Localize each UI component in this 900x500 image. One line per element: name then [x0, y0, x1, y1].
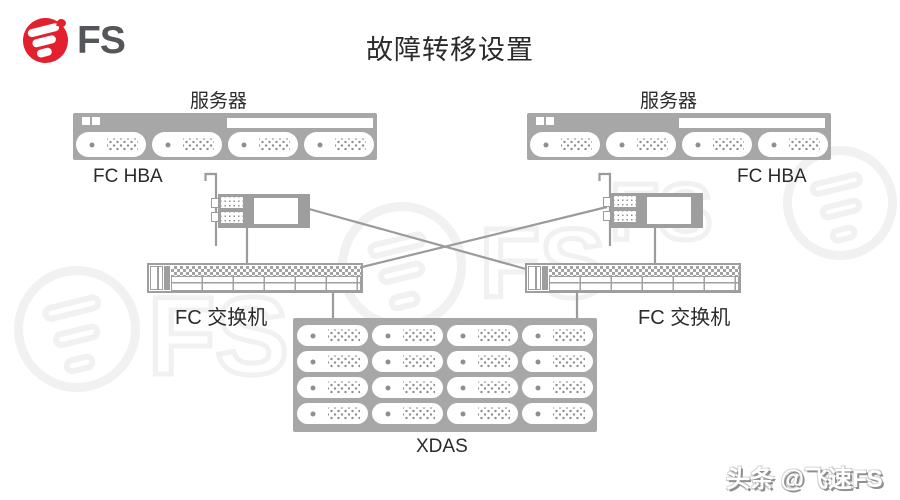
switch-right-label: FC 交换机 [638, 307, 731, 329]
drive-bay [522, 377, 593, 398]
drive-bay [297, 325, 368, 346]
drive-bay [372, 325, 443, 346]
switch-vents [548, 265, 739, 276]
hba-port-tab [603, 211, 611, 221]
fc-switch-left [147, 263, 363, 293]
drive-bay [297, 351, 368, 372]
server-right [527, 113, 831, 160]
drive-bay [372, 377, 443, 398]
switch-ports [548, 275, 739, 291]
server-led [536, 117, 544, 125]
server-drive-bays [76, 132, 374, 157]
drive-bay [522, 351, 593, 372]
drive-bay [682, 132, 752, 157]
logo-brand-text: FS [77, 19, 126, 62]
hba-left-label: FC HBA [93, 166, 163, 187]
drive-bay [304, 132, 374, 157]
fc-port [614, 196, 636, 207]
page-title: 故障转移设置 [366, 35, 534, 65]
storage-xdas [293, 318, 597, 432]
server-led [546, 117, 554, 125]
watermark-fs-text: FS [146, 275, 292, 398]
server-vent-slot [227, 118, 373, 128]
switch-power-module [528, 266, 541, 290]
drive-bay [530, 132, 600, 157]
drive-bay [152, 132, 222, 157]
watermark-fs-logo-icon [783, 146, 897, 260]
watermark-fs-logo-icon [14, 266, 140, 392]
hba-card-right [611, 193, 703, 228]
drive-bay [447, 377, 518, 398]
drive-bay [447, 403, 518, 424]
drive-bay [447, 325, 518, 346]
switch-divider [164, 266, 170, 290]
storage-drive-bays [297, 325, 593, 424]
switch-vents [170, 265, 361, 276]
hba-left-bracket [204, 172, 218, 246]
hba-right-label: FC HBA [737, 166, 807, 187]
server-left-label: 服务器 [190, 91, 248, 112]
hba-card-left [218, 194, 310, 228]
server-led [92, 117, 100, 125]
drive-bay [228, 132, 298, 157]
fc-switch-right [525, 263, 741, 293]
drive-bay [76, 132, 146, 157]
switch-left-label: FC 交换机 [175, 307, 268, 329]
server-drive-bays [530, 132, 828, 157]
fc-port [221, 212, 243, 223]
switch-divider [542, 266, 548, 290]
drive-bay [297, 377, 368, 398]
drive-bay [297, 403, 368, 424]
fc-port [614, 211, 636, 222]
toutiao-credit-watermark: 头条 @飞速FS [726, 466, 883, 493]
server-led [82, 117, 90, 125]
drive-bay [522, 403, 593, 424]
hba-port-tab [603, 197, 611, 207]
storage-label: XDAS [416, 436, 468, 457]
hba-chip [254, 198, 298, 224]
server-left [73, 113, 377, 160]
drive-bay [372, 403, 443, 424]
drive-bay [758, 132, 828, 157]
server-right-label: 服务器 [640, 91, 698, 112]
hba-chip [647, 197, 691, 224]
drive-bay [522, 325, 593, 346]
fc-port [221, 197, 243, 208]
switch-ports [170, 275, 361, 291]
drive-bay [372, 351, 443, 372]
drive-bay [606, 132, 676, 157]
switch-power-module [150, 266, 163, 290]
server-vent-slot [679, 118, 825, 128]
drive-bay [447, 351, 518, 372]
watermark-logo-bars [12, 264, 143, 395]
